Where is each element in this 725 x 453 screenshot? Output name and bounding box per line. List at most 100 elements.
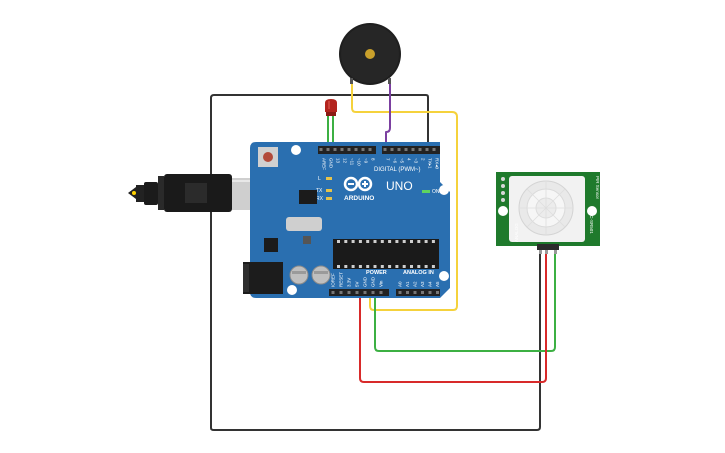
top-pin-label: 12 (343, 158, 348, 164)
header-pin[interactable] (404, 148, 408, 151)
pir-label-right: PIR Sensor (595, 176, 600, 200)
top-pin-label: GND (329, 158, 334, 169)
header-pin[interactable] (406, 291, 409, 294)
chip-pin (358, 265, 362, 268)
chip-pin (366, 240, 370, 243)
header-pin[interactable] (371, 291, 375, 294)
chip-pin (395, 240, 399, 243)
arduino-logo-icon (343, 176, 373, 192)
header-pin[interactable] (363, 291, 367, 294)
header-pin[interactable] (411, 148, 415, 151)
wire-red-power[interactable] (359, 251, 547, 383)
chip-pin (410, 240, 413, 243)
tx-label: TX (316, 188, 323, 194)
power-header-label: POWER (366, 270, 387, 276)
chip-pin (366, 265, 370, 268)
chip-pin (351, 265, 355, 268)
power-pin-label: RESET (339, 272, 344, 287)
wire-green-pir[interactable] (374, 251, 556, 352)
analog-pin-label: A1 (405, 281, 410, 287)
header-pin[interactable] (379, 291, 383, 294)
top-pin-label: TX▸1 (428, 158, 433, 169)
power-pin-label: 5V (355, 281, 360, 287)
header-pin[interactable] (347, 291, 351, 294)
board-model: UNO (386, 179, 413, 193)
arduino-logo-text: ARDUINO (344, 195, 374, 202)
header-pin[interactable] (428, 291, 432, 294)
header-pin[interactable] (361, 148, 365, 151)
header-pin[interactable] (397, 148, 401, 151)
power-pin-label: GND (371, 276, 376, 287)
header-pin[interactable] (436, 291, 439, 294)
top-pin-label: ~11 (350, 158, 355, 166)
reset-button-icon[interactable] (258, 147, 278, 167)
chip-pin (431, 240, 435, 243)
analog-pin-label: A0 (398, 281, 403, 287)
header-pin[interactable] (425, 148, 429, 151)
mount-hole (291, 145, 301, 155)
crystal (286, 217, 322, 231)
capacitor-2 (311, 265, 331, 285)
digital-header (318, 146, 440, 154)
analog-pin-label: A3 (420, 281, 425, 287)
header-pin[interactable] (368, 148, 372, 151)
header-pin[interactable] (340, 148, 344, 151)
analog-pin-label: A5 (435, 281, 440, 287)
header-pin[interactable] (432, 148, 436, 151)
top-pin-label: 13 (336, 158, 341, 164)
header-pin[interactable] (390, 148, 394, 151)
led-icon[interactable] (325, 99, 337, 116)
top-pin-label: ~3 (414, 158, 419, 164)
header-pin[interactable] (383, 148, 387, 151)
header-pin[interactable] (331, 291, 335, 294)
chip-pin (431, 265, 435, 268)
power-jack-icon (243, 262, 283, 294)
pir-label-left: ANALOG (514, 223, 519, 242)
power-pin-label: 3.3V (347, 278, 352, 287)
pir-sensor[interactable]: ANALOG PIR Sensor HC-SR501 (496, 172, 600, 254)
top-pin-label: ~9 (364, 158, 369, 164)
mount-hole (439, 185, 449, 195)
buzzer-icon[interactable] (339, 23, 401, 85)
header-pin[interactable] (421, 291, 424, 294)
chip-pin (380, 240, 384, 243)
on-label: ON (432, 189, 440, 195)
tx-led (326, 189, 332, 192)
header-pin[interactable] (354, 148, 358, 151)
header-pin[interactable] (339, 291, 343, 294)
header-pin[interactable] (398, 291, 402, 294)
chip-pin (373, 265, 377, 268)
wire-yellow-buzzer[interactable] (351, 79, 458, 311)
pir-label-model: HC-SR501 (589, 212, 594, 234)
wires (210, 79, 556, 431)
header-pin[interactable] (347, 148, 351, 151)
analog-header-label: ANALOG IN (403, 270, 434, 276)
power-pin-label: Vin (379, 280, 384, 287)
top-pin-label: 4 (407, 158, 412, 161)
pir-mount-hole (498, 206, 508, 216)
header-pin[interactable] (413, 291, 417, 294)
atmega-chip (333, 239, 439, 269)
chip-pin (388, 240, 392, 243)
header-pin[interactable] (326, 148, 330, 151)
l-led (326, 177, 332, 180)
wire-purple-signal[interactable] (385, 81, 391, 149)
header-pin[interactable] (333, 148, 337, 151)
wire-black-ground[interactable] (210, 94, 541, 431)
chip-pin (358, 240, 362, 243)
header-pin[interactable] (418, 148, 422, 151)
analog-header (396, 289, 440, 296)
top-pin-label: RX◂0 (435, 158, 440, 170)
header-pin[interactable] (319, 148, 323, 151)
power-pin-label: IOREF (331, 273, 336, 287)
regulator (264, 238, 278, 252)
power-header (329, 289, 389, 296)
usb-chip (299, 190, 317, 204)
digital-header-label: DIGITAL (PWM~) (374, 167, 421, 173)
on-led (422, 190, 430, 193)
header-pin[interactable] (355, 291, 359, 294)
top-pin-label: 7 (386, 158, 391, 161)
